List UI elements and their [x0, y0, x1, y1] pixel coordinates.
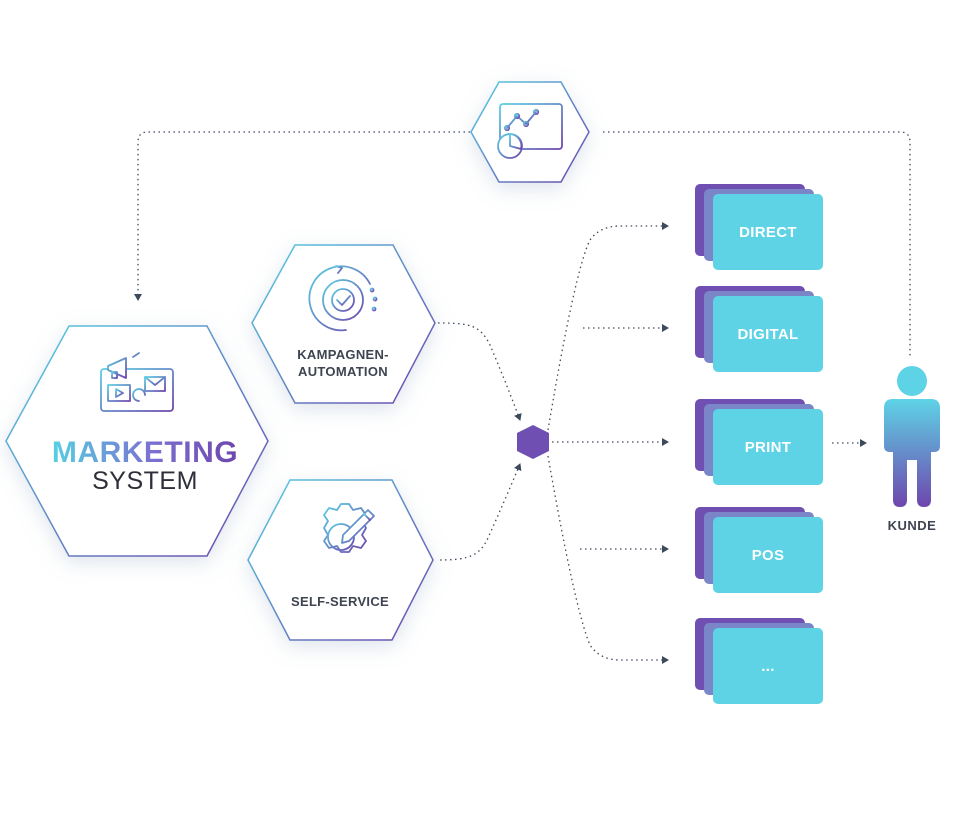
connector-lines [134, 131, 911, 664]
analytics-hexagon [470, 81, 590, 183]
channel-label: PRINT [713, 409, 823, 485]
channel-card-more: ... [695, 618, 823, 704]
channel-label: POS [713, 517, 823, 593]
channel-card-pos: POS [695, 507, 823, 593]
arrow-selfservice-to-hub [439, 463, 522, 561]
person-icon [884, 366, 940, 507]
channel-card-direct: DIRECT [695, 184, 823, 270]
automation-hexagon [251, 244, 436, 404]
channel-label: DIRECT [713, 194, 823, 270]
automation-label: KAMPAGNEN- AUTOMATION [268, 346, 418, 380]
self-service-label: SELF-SERVICE [291, 594, 389, 609]
self-service-hexagon [247, 479, 434, 641]
marketing-system-hexagon [5, 325, 269, 557]
automation-label-line1: KAMPAGNEN- [297, 347, 389, 362]
marketing-subtitle: SYSTEM [92, 467, 198, 495]
arrow-hub-to-more [547, 455, 669, 664]
gear-check-icon [308, 265, 378, 332]
hub-hexagon [517, 425, 549, 459]
channel-label: DIGITAL [713, 296, 823, 372]
marketing-monitor-icon [100, 352, 174, 422]
customer-label: KUNDE [887, 518, 937, 533]
channel-card-print: PRINT [695, 399, 823, 485]
channel-card-digital: DIGITAL [695, 286, 823, 372]
automation-label-line2: AUTOMATION [298, 364, 388, 379]
gear-pencil-icon [323, 503, 375, 553]
marketing-title: MARKETING [51, 436, 239, 469]
arrow-hub-to-direct [547, 222, 669, 431]
feedback-arrow-to-system [134, 131, 470, 301]
arrow-automation-to-hub [437, 322, 522, 421]
analytics-dashboard-icon [497, 103, 563, 159]
channel-label: ... [713, 628, 823, 704]
feedback-line-from-customer [603, 131, 911, 357]
